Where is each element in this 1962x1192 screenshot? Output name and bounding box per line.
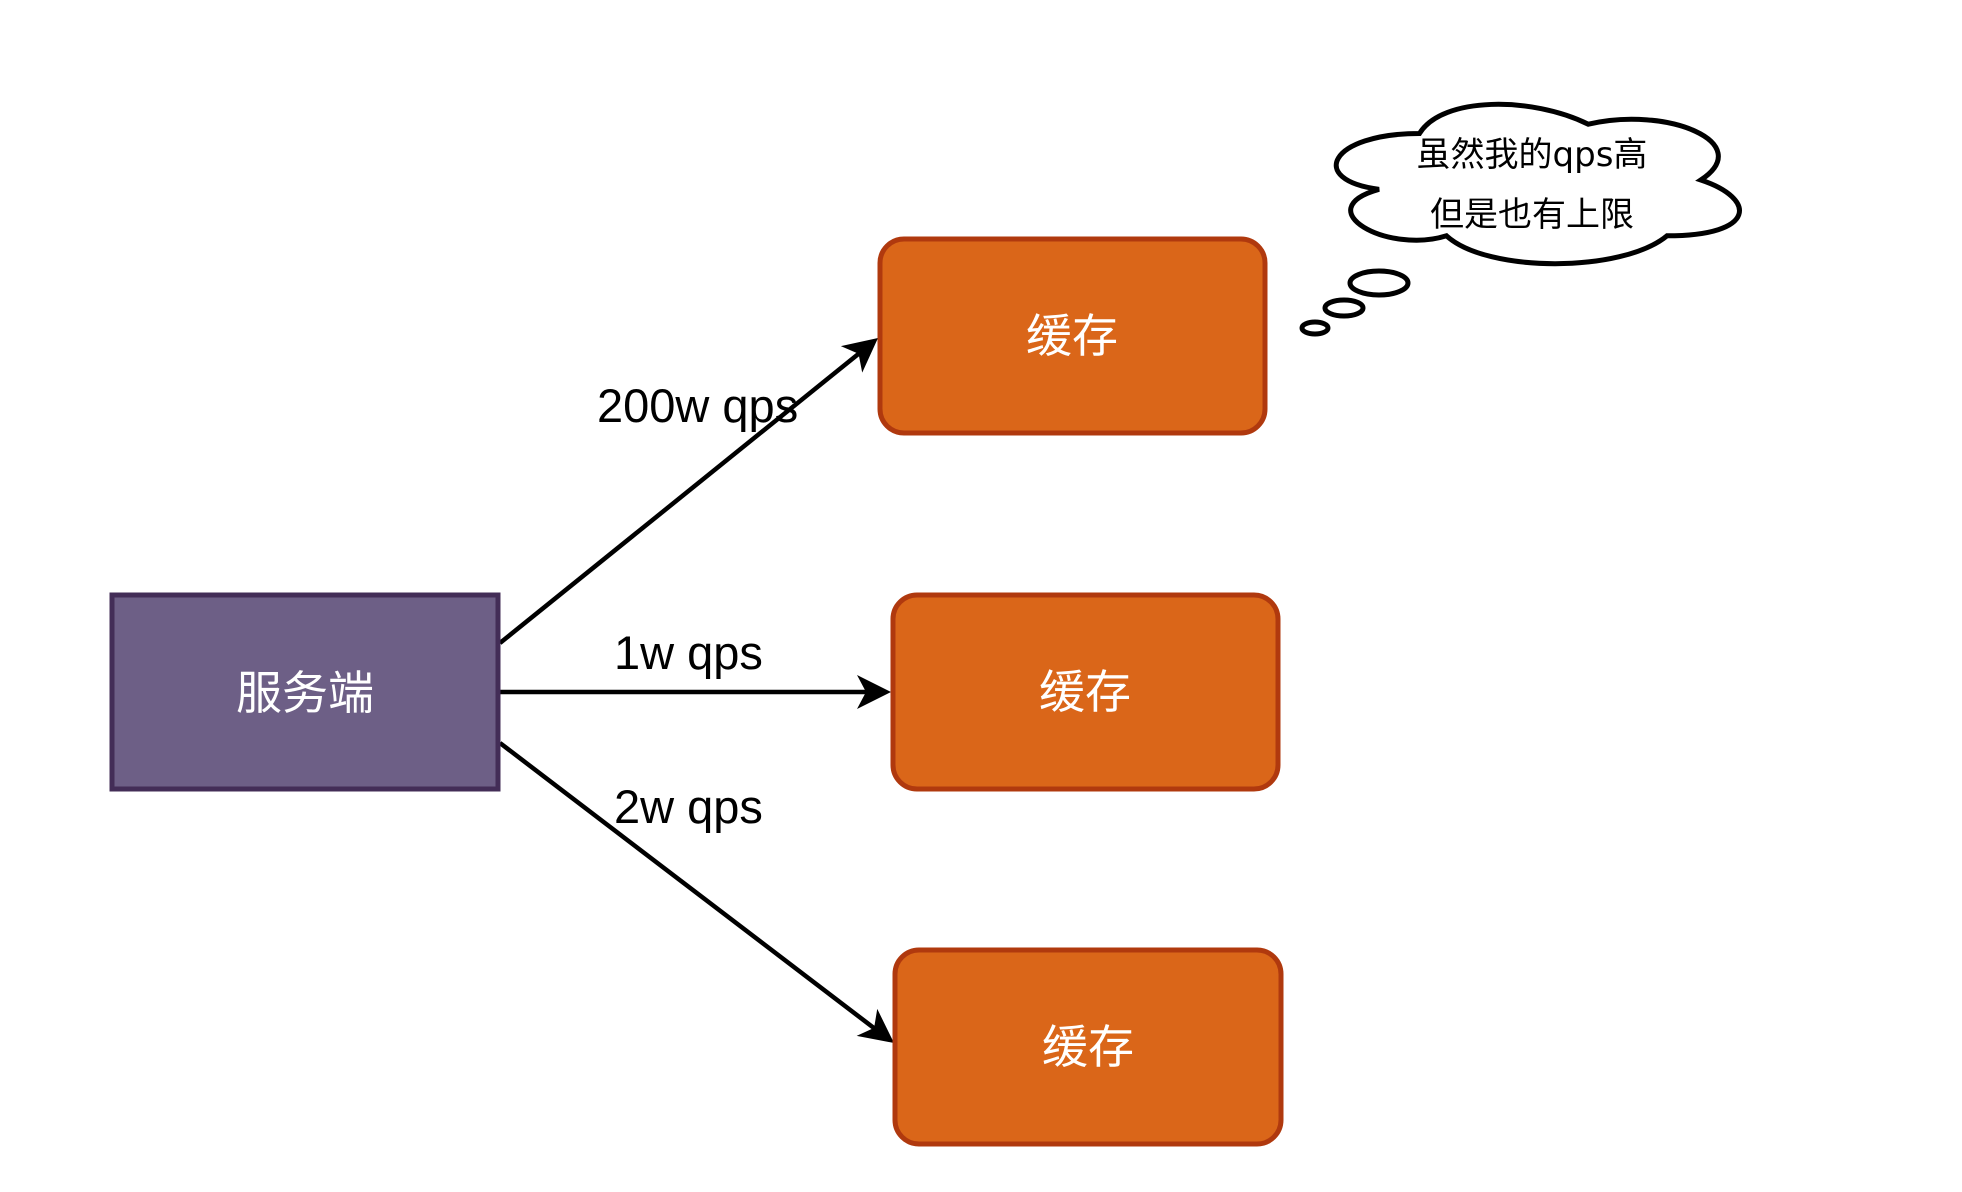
cache-box[interactable] xyxy=(892,947,1284,1147)
server-label: 服务端 xyxy=(236,666,374,720)
server-box[interactable] xyxy=(109,592,501,792)
cache-label: 缓存 xyxy=(1026,309,1118,363)
cache-node-3[interactable]: 缓存 xyxy=(892,947,1284,1147)
cloud-text-line-1: 虽然我的qps高 xyxy=(1417,135,1648,175)
cloud-text-line-2: 但是也有上限 xyxy=(1430,195,1634,235)
cache-node-1[interactable]: 缓存 xyxy=(877,236,1268,436)
edge-label-1w: 1w qps xyxy=(614,626,763,679)
arrowhead-icon xyxy=(840,338,878,373)
cache-node-2[interactable]: 缓存 xyxy=(890,592,1281,792)
edge-server-to-cache-1[interactable] xyxy=(498,338,878,645)
arrowhead-icon xyxy=(857,675,891,709)
edge-line[interactable] xyxy=(498,741,889,1040)
edge-label-200w: 200w qps xyxy=(597,379,798,432)
edge-label-2w: 2w qps xyxy=(614,780,763,833)
cache-label: 缓存 xyxy=(1039,665,1131,719)
arrowhead-icon xyxy=(856,1008,894,1043)
cache-label: 缓存 xyxy=(1042,1020,1134,1074)
thought-cloud[interactable]: 虽然我的qps高 但是也有上限 xyxy=(1299,101,1742,337)
cache-box[interactable] xyxy=(890,592,1281,792)
server-node[interactable]: 服务端 xyxy=(109,592,501,792)
edge-server-to-cache-2[interactable] xyxy=(500,675,891,709)
cache-box[interactable] xyxy=(877,236,1268,436)
edges xyxy=(498,338,894,1043)
thought-bubble-small xyxy=(1299,319,1331,337)
thought-bubble-medium xyxy=(1322,297,1366,319)
cloud-shape[interactable] xyxy=(1333,101,1742,267)
edge-line[interactable] xyxy=(498,341,874,645)
edge-server-to-cache-3[interactable] xyxy=(498,741,894,1043)
thought-bubble-large xyxy=(1347,268,1411,298)
